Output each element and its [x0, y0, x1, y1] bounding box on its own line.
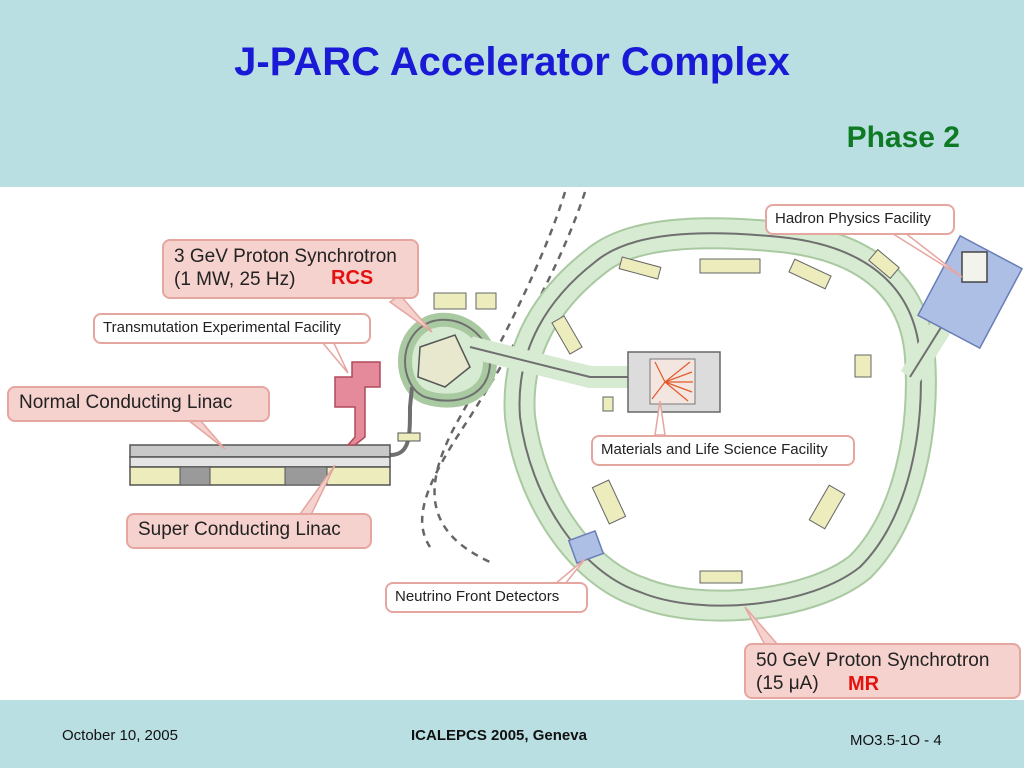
linac-klystron-hall	[284, 466, 328, 486]
mr-label-line1: 50 GeV Proton Synchrotron	[756, 650, 990, 671]
mr-label-line2: (15 μA)	[756, 673, 819, 694]
super-conducting-linac	[129, 466, 391, 486]
site-boundary-line	[421, 191, 587, 548]
linac-tunnel	[129, 456, 391, 468]
footer-event: ICALEPCS 2005, Geneva	[411, 727, 587, 744]
rcs-label-line2: (1 MW, 25 Hz)	[174, 269, 296, 290]
normal-linac-callout: Normal Conducting Linac	[7, 386, 270, 422]
neutrino-detector-hall	[567, 529, 605, 565]
hadron-callout: Hadron Physics Facility	[765, 204, 955, 235]
building	[618, 256, 662, 280]
building	[602, 396, 614, 412]
rcs-beamline	[404, 318, 492, 402]
footer-date: October 10, 2005	[62, 727, 178, 744]
hadron-target-station	[961, 251, 988, 283]
site-boundary-line	[433, 191, 567, 564]
callout-pointer	[388, 293, 433, 333]
facility-map	[129, 191, 1024, 646]
building	[433, 292, 467, 310]
building	[868, 248, 900, 280]
rcs-transport-line	[469, 346, 640, 378]
hadron-hall	[916, 234, 1024, 350]
super-linac-callout: Super Conducting Linac	[126, 513, 372, 549]
transmutation-callout: Transmutation Experimental Facility	[93, 313, 371, 344]
rcs-callout: 3 GeV Proton Synchrotron (1 MW, 25 Hz)	[162, 239, 419, 299]
rcs-label-line1: 3 GeV Proton Synchrotron	[174, 246, 397, 267]
building	[591, 479, 627, 525]
building	[699, 258, 761, 274]
building	[808, 484, 846, 530]
slide-title: J-PARC Accelerator Complex	[234, 40, 790, 84]
mr-tag: MR	[848, 673, 880, 695]
linac-klystron-hall	[179, 466, 211, 486]
building	[788, 258, 832, 290]
transmutation-facility	[334, 361, 381, 446]
footer-page-number: MO3.5-1O - 4	[850, 732, 942, 749]
mr-callout: 50 GeV Proton Synchrotron (15 μA)	[744, 643, 1021, 699]
main-ring-beamline	[518, 232, 922, 607]
linac-to-rcs-line	[389, 386, 414, 457]
rcs-core	[417, 334, 471, 388]
callout-pointer	[320, 338, 349, 374]
building	[854, 354, 872, 378]
building	[475, 292, 497, 310]
linac-transport-building	[397, 432, 421, 442]
building	[699, 570, 743, 584]
mlf-callout: Materials and Life Science Facility	[591, 435, 855, 466]
slide-subtitle: Phase 2	[846, 121, 960, 154]
accelerator-diagram: 3 GeV Proton Synchrotron (1 MW, 25 Hz) R…	[0, 187, 1024, 700]
mlf-neutron-beamlines	[651, 361, 693, 402]
rcs-tag: RCS	[331, 267, 374, 289]
neutrino-callout: Neutrino Front Detectors	[385, 582, 588, 613]
building	[551, 315, 583, 355]
normal-conducting-linac	[129, 444, 391, 458]
